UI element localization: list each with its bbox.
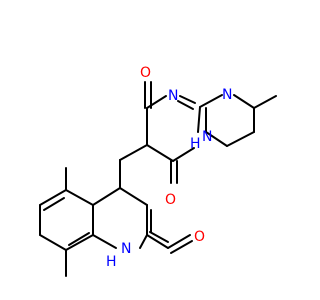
bonds (39, 81, 277, 277)
bond (68, 232, 90, 246)
bond (179, 95, 196, 104)
atom-label-oxygen: O (194, 229, 205, 245)
bond (92, 187, 121, 206)
bond (146, 234, 169, 249)
bond (146, 144, 174, 162)
bond (172, 147, 195, 162)
bond (233, 94, 255, 109)
bond (39, 234, 67, 251)
bond (119, 187, 148, 206)
bond (226, 131, 255, 147)
atom-label-oxygen: O (165, 192, 176, 208)
atom-label-nitrogen: N (121, 241, 131, 257)
atom-label-oxygen: O (140, 65, 151, 81)
bond (199, 94, 223, 108)
bond (167, 234, 191, 249)
bond (197, 106, 201, 133)
atom-labels: O N N H N O O N H (106, 65, 232, 270)
atom-label-nitrogen: N (222, 87, 232, 103)
bond (92, 234, 117, 249)
atom-label-hydrogen: H (190, 136, 201, 152)
atom-label-nitrogen: N (202, 129, 212, 145)
bond (65, 189, 94, 206)
bond (146, 95, 167, 109)
structure-diagram: O N N H N O O N H (39, 65, 277, 277)
atom-label-nitrogen: N (168, 88, 178, 104)
bond (253, 95, 277, 109)
bond (43, 197, 65, 211)
bond (149, 231, 169, 243)
bond (170, 240, 193, 254)
bond (65, 234, 94, 251)
molecule-canvas: O N N H N O O N H (39, 65, 277, 277)
bond (119, 144, 148, 161)
atom-label-hydrogen: H (106, 254, 117, 270)
bond (177, 100, 194, 110)
bond (139, 234, 148, 249)
bond (39, 189, 67, 206)
bond (205, 131, 228, 147)
